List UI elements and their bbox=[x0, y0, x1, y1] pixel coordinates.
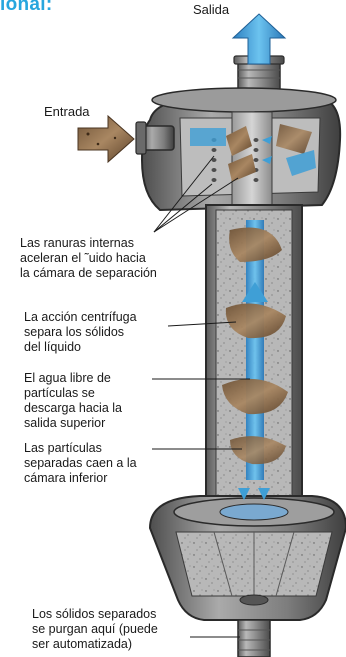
label-salida: Salida bbox=[193, 2, 230, 17]
label-agua: El agua libre de partículas se descarga … bbox=[24, 371, 122, 430]
label-particulas: Las partículas separadas caen a la cámar… bbox=[24, 441, 137, 485]
drain-pipe bbox=[237, 619, 271, 657]
label-solidos: Los sólidos separados se purgan aquí (pu… bbox=[32, 607, 158, 651]
leader-lines bbox=[152, 155, 250, 638]
label-ranuras: Las ranuras internas aceleran el ˜uido h… bbox=[20, 236, 157, 280]
upper-chamber bbox=[140, 87, 342, 213]
inlet-arrow-icon bbox=[77, 114, 135, 164]
label-entrada: Entrada bbox=[44, 104, 90, 119]
lower-chamber bbox=[148, 488, 346, 621]
inlet-nozzle bbox=[135, 121, 175, 155]
section-heading: ional: bbox=[0, 0, 53, 15]
outlet-arrow-icon bbox=[231, 13, 287, 65]
label-centrifuga: La acción centrífuga separa los sólidos … bbox=[24, 310, 137, 354]
spiral-flow-icon bbox=[222, 227, 288, 465]
